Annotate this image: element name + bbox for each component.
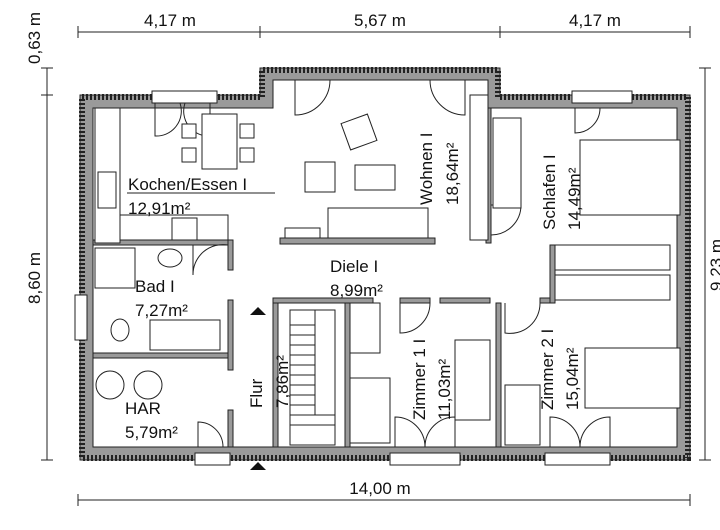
dim-bottom-total: 14,00 m	[349, 479, 410, 498]
room-name-flur: Flur	[247, 378, 266, 408]
entrance-arrow-icon	[250, 462, 266, 470]
wardrobe	[554, 244, 671, 271]
stove-icon	[171, 217, 198, 241]
entrance-arrow-icon	[250, 307, 266, 315]
room-name-har: HAR	[125, 399, 161, 418]
furniture	[94, 94, 681, 446]
windows	[74, 90, 633, 466]
dim-left-offset: 0,63 m	[25, 12, 44, 64]
dimension-lines	[41, 26, 711, 506]
room-area-wohnen: 18,64m²	[443, 142, 462, 205]
shelf	[349, 302, 381, 354]
armchair	[340, 113, 378, 151]
sofa	[327, 207, 429, 239]
staircase	[289, 309, 336, 446]
room-area-har: 5,79m²	[125, 423, 178, 442]
room-area-diele: 8,99m²	[330, 281, 383, 300]
dim-left-total: 8,60 m	[25, 252, 44, 304]
dim-top-left: 4,17 m	[144, 11, 196, 30]
room-name-kochen-essen: Kochen/Essen I	[128, 175, 247, 194]
room-name-wohnen: Wohnen I	[417, 133, 436, 205]
dryer	[133, 370, 163, 400]
washing-machine	[95, 370, 125, 400]
wardrobe	[492, 117, 522, 209]
toilet	[110, 318, 130, 342]
room-area-bad: 7,27m²	[135, 301, 188, 320]
washbasin	[157, 248, 183, 268]
room-area-kochen-essen: 12,91m²	[128, 199, 191, 218]
room-name-schlafen: Schlafen I	[540, 154, 559, 230]
room-area-zimmer-1: 11,03m²	[435, 359, 454, 420]
dim-top-right: 4,17 m	[569, 11, 621, 30]
bed	[584, 347, 681, 409]
room-area-zimmer-2: 15,04m²	[563, 347, 582, 410]
desk	[349, 377, 391, 444]
room-name-bad: Bad I	[135, 277, 175, 296]
outer-walls	[79, 67, 691, 461]
dim-top-center: 5,67 m	[354, 11, 406, 30]
room-name-zimmer-2: Zimmer 2 I	[538, 329, 557, 410]
wardrobe	[554, 274, 671, 301]
desk	[504, 384, 541, 446]
shower	[94, 247, 136, 289]
wardrobe	[469, 94, 489, 241]
sink-icon	[97, 171, 117, 209]
bed	[579, 139, 681, 216]
dim-right-total: 9,23 m	[707, 239, 720, 291]
room-area-flur: 7,86m²	[273, 355, 292, 408]
armchair	[304, 161, 336, 193]
bathtub	[149, 319, 221, 351]
bed	[454, 339, 491, 421]
room-area-schlafen: 14,49m²	[565, 167, 584, 230]
room-name-zimmer-1: Zimmer 1 I	[410, 339, 429, 420]
coffee-table	[354, 164, 396, 191]
room-name-diele: Diele I	[330, 257, 378, 276]
dining-table	[201, 113, 238, 170]
